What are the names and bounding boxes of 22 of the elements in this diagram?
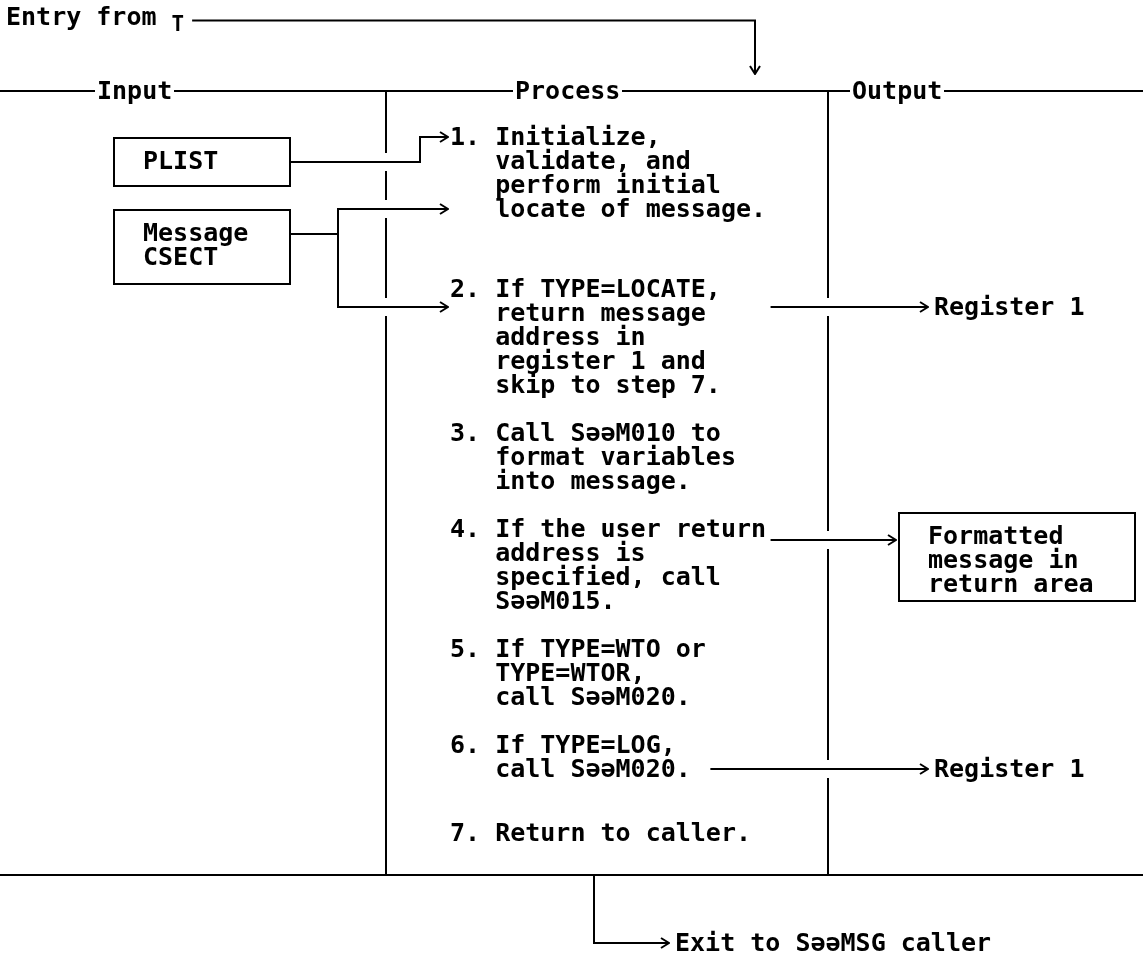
arrow [769, 301, 929, 313]
process-step: 2. If TYPE=LOCATE, return message address in register 1 and skip to step 7. [450, 277, 771, 397]
process-step: 6. If TYPE=LOG, call SəəM020. [450, 733, 711, 781]
process-step: 5. If TYPE=WTO or TYPE=WTOR, call SəəM020. [450, 637, 711, 709]
arrow [769, 534, 897, 546]
arrow [593, 875, 670, 949]
data-box: Message CSECT [113, 209, 291, 285]
arrow [191, 19, 761, 75]
output-label: Register 1 [934, 757, 1085, 781]
arrow [290, 131, 449, 163]
column-heading: Input [95, 79, 175, 103]
output-label: Register 1 [934, 295, 1085, 319]
process-step: 1. Initialize, validate, and perform initial locate of message. [450, 125, 771, 221]
exit-label: Exit to SəəMSG caller [675, 931, 992, 955]
process-step: 3. Call SəəM010 to format variables into message. [450, 421, 771, 493]
arrow [709, 763, 929, 775]
output-box: Formatted message in return area [898, 512, 1136, 602]
entry-label: Entry from $_{T}$ [6, 5, 185, 36]
column-heading: Output [850, 79, 945, 103]
data-box: PLIST [113, 137, 291, 187]
process-step: 4. If the user return address is specified, call SəəM015. [450, 517, 771, 613]
process-step: 7. Return to caller. [450, 821, 771, 845]
